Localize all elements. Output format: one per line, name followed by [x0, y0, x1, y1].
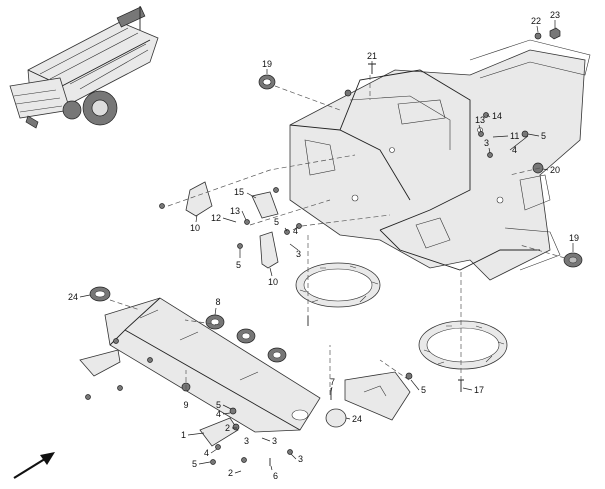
- spinner-discs: [295, 262, 508, 370]
- callout: 10: [190, 223, 200, 233]
- callout: 4: [216, 409, 221, 419]
- machine-thumbnail: [9, 6, 159, 129]
- callout: 6: [273, 471, 278, 481]
- callout: 1: [181, 430, 186, 440]
- main-frame: [289, 39, 591, 281]
- callout: 4: [512, 145, 517, 155]
- callout: 5: [274, 217, 279, 227]
- seals: [89, 74, 583, 428]
- callout: 23: [550, 10, 560, 20]
- lower-beam: [104, 297, 321, 433]
- callout: 13: [230, 206, 240, 216]
- callout: 5: [216, 400, 221, 410]
- callout: 3: [272, 436, 277, 446]
- callout: 19: [569, 233, 579, 243]
- callout: 5: [192, 459, 197, 469]
- callout: 9: [183, 400, 188, 410]
- callout: 12: [211, 213, 221, 223]
- direction-arrow-icon: [13, 452, 55, 479]
- callout: 17: [474, 385, 484, 395]
- plates-brackets: [79, 181, 411, 447]
- callout: 2: [228, 468, 233, 478]
- callout: 3: [244, 436, 249, 446]
- callout: 4: [204, 448, 209, 458]
- callout: 24: [68, 292, 78, 302]
- callout: 3: [298, 454, 303, 464]
- callout: 22: [531, 16, 541, 26]
- callout: 2: [225, 423, 230, 433]
- callout: 21: [367, 51, 377, 61]
- callout: 13: [475, 115, 485, 125]
- callout: 5: [236, 260, 241, 270]
- alignment-lines: [109, 75, 566, 395]
- callout: 10: [268, 277, 278, 287]
- callout: 3: [296, 249, 301, 259]
- callout: 20: [550, 165, 560, 175]
- callout: 5: [541, 131, 546, 141]
- callout: 11: [510, 131, 519, 141]
- callout: 7: [330, 377, 335, 387]
- callout: 19: [262, 59, 272, 69]
- callout: 14: [492, 111, 502, 121]
- callout: 4: [293, 226, 298, 236]
- callouts: 1 2 2 3 3 3 3 3 4 4 4 5 5 5 5 5 6 7 8: [68, 10, 579, 481]
- callout: 15: [234, 187, 244, 197]
- hex-nuts: [549, 27, 561, 40]
- callout: 8: [215, 297, 220, 307]
- callout: 3: [484, 138, 489, 148]
- callout: 5: [421, 385, 426, 395]
- hardware: [85, 32, 542, 466]
- callout: 24: [352, 414, 362, 424]
